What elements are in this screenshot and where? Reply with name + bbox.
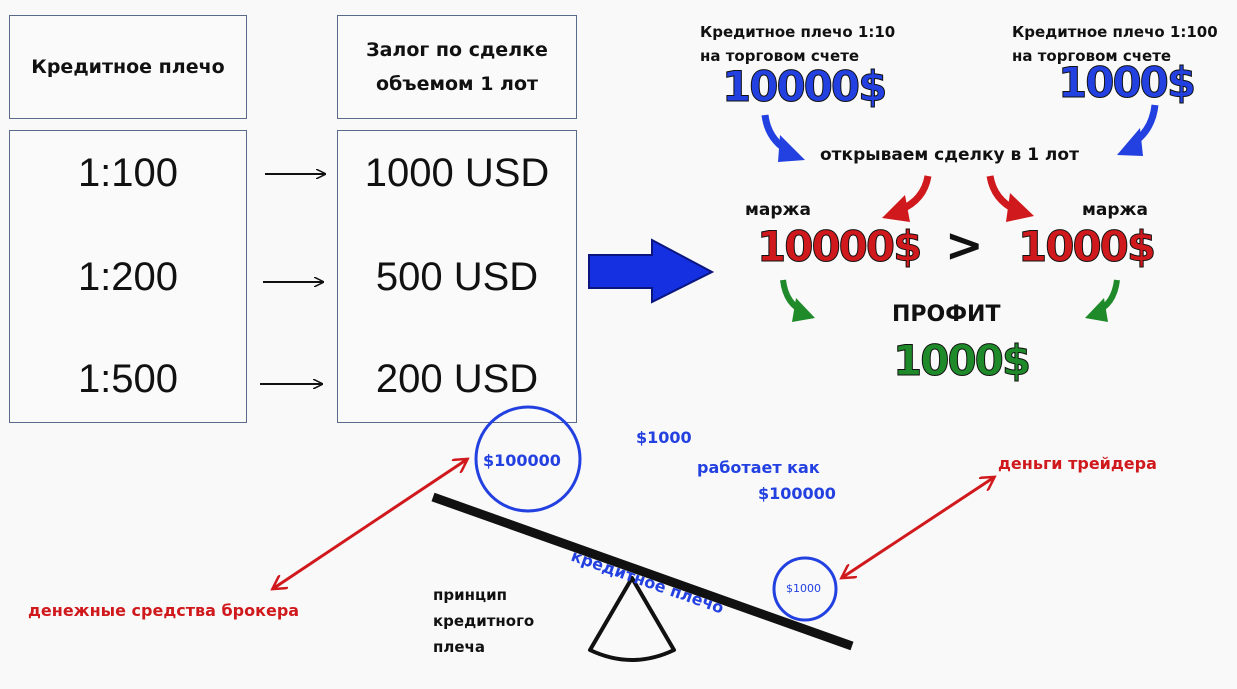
right-account-amount: 1000$ xyxy=(1057,58,1196,108)
margin-right-value: 1000$ xyxy=(1017,222,1156,272)
margin-right-label: маржа xyxy=(1082,200,1148,220)
principle-line: кредитного xyxy=(433,612,535,630)
left-account-title: Кредитное плечо 1:10 на торговом счете xyxy=(700,20,895,68)
deposit-column: 1000 USD 500 USD 200 USD xyxy=(337,130,577,423)
deposit-value: 500 USD xyxy=(375,255,539,299)
principle-line: принцип xyxy=(433,586,507,604)
big-circle-label: $100000 xyxy=(483,451,561,470)
big-circle xyxy=(474,405,582,513)
blue-arrowhead xyxy=(1117,128,1143,156)
broker-label: денежные средства брокера xyxy=(28,601,300,620)
leverage-value: 1:500 xyxy=(77,357,179,401)
leverage-value: 1:100 xyxy=(77,151,179,195)
trader-label: деньги трейдера xyxy=(998,454,1157,473)
right-account-title: Кредитное плечо 1:100 на торговом счете xyxy=(1012,20,1218,68)
broker-double-arrow xyxy=(274,460,466,588)
open-deal-text: открываем сделку в 1 лот xyxy=(820,145,1079,165)
blue-arrowhead xyxy=(778,135,805,162)
col2-header-box: Залог по сделке объемом 1 лот xyxy=(337,15,577,119)
greater-than-sign: > xyxy=(945,218,984,272)
margin-left-label: маржа xyxy=(745,200,811,220)
principle-line: плеча xyxy=(433,638,485,656)
leverage-value: 1:200 xyxy=(77,255,179,299)
scale-beam xyxy=(431,492,854,651)
leverage-column: 1:100 1:200 1:500 xyxy=(9,130,247,423)
col1-header-box: Кредитное плечо xyxy=(9,15,247,119)
red-arrowhead xyxy=(1006,193,1034,222)
principle-caption: принцип кредитного плеча xyxy=(433,582,534,660)
scale-fulcrum xyxy=(588,576,676,662)
left-title-line: на торговом счете xyxy=(700,47,860,65)
col2-header: Залог по сделке объемом 1 лот xyxy=(366,39,548,95)
deposit-value: 200 USD xyxy=(375,357,539,401)
deposit-value: 1000 USD xyxy=(364,151,550,195)
red-arrowhead xyxy=(882,195,910,222)
note-line-1: $1000 xyxy=(636,428,692,447)
profit-label: ПРОФИТ xyxy=(892,302,1001,327)
left-title-line: Кредитное плечо 1:10 xyxy=(700,23,896,41)
margin-left-value: 10000$ xyxy=(756,222,922,272)
col1-header: Кредитное плечо xyxy=(31,56,225,78)
small-circle xyxy=(772,556,838,622)
right-title-line: на торговом счете xyxy=(1012,47,1172,65)
right-title-line: Кредитное плечо 1:100 xyxy=(1012,23,1218,41)
small-circle-label: $1000 xyxy=(786,582,821,595)
green-arrowhead xyxy=(1085,298,1108,322)
trader-double-arrow xyxy=(843,478,993,577)
profit-value: 1000$ xyxy=(892,336,1031,386)
note-line-3: $100000 xyxy=(758,484,836,503)
left-account-amount: 10000$ xyxy=(721,62,887,112)
big-blue-arrow xyxy=(588,238,715,304)
green-arrowhead xyxy=(792,298,815,322)
note-line-2: работает как xyxy=(697,458,820,477)
